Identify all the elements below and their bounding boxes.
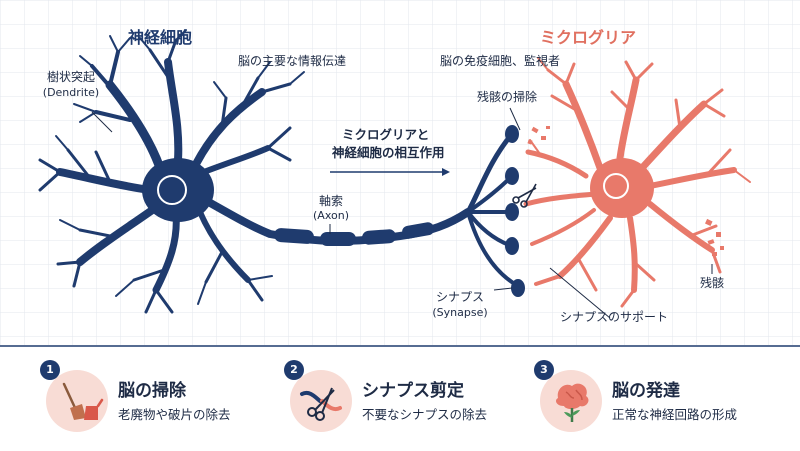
interaction-label-line2: 神経細胞の相互作用 (332, 145, 445, 160)
dendrite-label-en: (Dendrite) (42, 86, 100, 99)
synapse-label-en: (Synapse) (432, 306, 488, 319)
interaction-label-line1: ミクログリアと (342, 127, 430, 142)
debris-fragments-right (705, 218, 724, 256)
synaptic-terminals (505, 125, 525, 297)
axon-label: 軸索 (318, 194, 343, 208)
microglia (523, 57, 751, 308)
function-item-development: 3 脳の発達 正常な神経回路の形成 (534, 358, 774, 438)
debris-fragments-top (527, 126, 550, 145)
function-item-cleanup: 1 脳の掃除 老廃物や破片の除去 (40, 358, 260, 438)
function-title: 脳の発達 (612, 381, 680, 401)
neuron-subtitle: 脳の主要な情報伝達 (238, 54, 347, 68)
brain-sprout-icon (556, 383, 589, 422)
function-title: 脳の掃除 (118, 381, 186, 401)
function-icon-bg (540, 370, 602, 432)
function-title: シナプス剪定 (362, 381, 464, 401)
function-number: 2 (284, 360, 304, 380)
interaction-arrowhead (442, 168, 450, 176)
function-number: 3 (534, 360, 554, 380)
scissors-icon (512, 183, 537, 208)
myelin-sheaths (274, 222, 435, 246)
function-icon-bg (290, 370, 352, 432)
broom-dustpan-icon (62, 382, 104, 420)
microglia-subtitle: 脳の免疫細胞、監視者 (440, 54, 561, 68)
function-desc: 不要なシナプスの除去 (362, 407, 488, 422)
leader-lines (91, 107, 713, 319)
axon-label-en: (Axon) (313, 209, 349, 222)
microglia-title: ミクログリア (540, 28, 637, 47)
debris-label: 残骸 (700, 276, 725, 290)
synapse-label: シナプス (435, 290, 484, 304)
function-desc: 正常な神経回路の形成 (612, 407, 738, 422)
function-number: 1 (40, 360, 60, 380)
scissors-synapse-icon (300, 387, 342, 421)
neuron-title: 神経細胞 (128, 28, 193, 47)
debris-cleanup-label: 残骸の掃除 (477, 90, 538, 104)
synapse-support-label: シナプスのサポート (560, 310, 669, 324)
dendrite-label: 樹状突起 (46, 70, 95, 84)
function-icon-bg (46, 370, 108, 432)
function-item-pruning: 2 シナプス剪定 不要なシナプスの除去 (284, 358, 524, 438)
function-desc: 老廃物や破片の除去 (118, 407, 231, 422)
